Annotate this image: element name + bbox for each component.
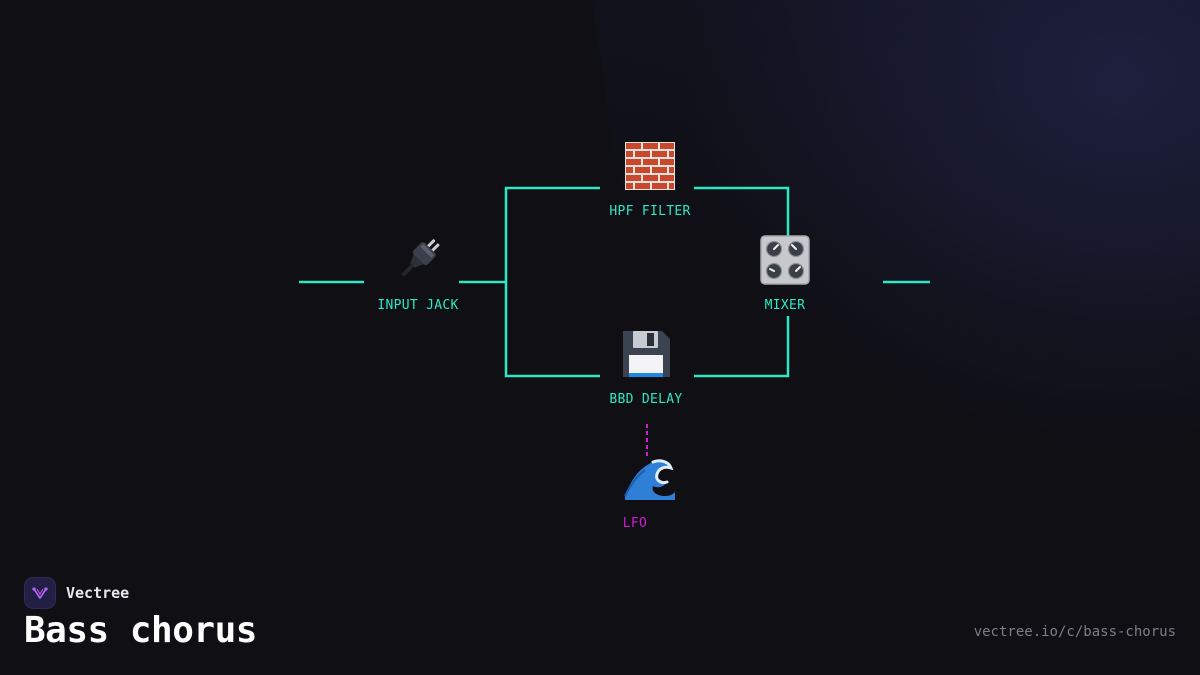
water-wave-icon — [624, 459, 675, 500]
bbd-to-mixer-wire — [694, 316, 790, 378]
brand-name: Vectree — [66, 584, 130, 602]
node-label: HPF FILTER — [609, 204, 691, 219]
node-hpf-filter[interactable]: HPF FILTER — [580, 138, 720, 219]
node-label: INPUT JACK — [377, 298, 459, 313]
vectree-logo-icon — [24, 577, 56, 609]
electric-plug-icon — [401, 239, 440, 277]
node-input-jack[interactable]: INPUT JACK — [348, 232, 488, 313]
node-bbd-delay[interactable]: BBD DELAY — [576, 326, 716, 407]
node-lfo[interactable]: LFO — [565, 450, 705, 531]
brick-wall-icon — [625, 142, 675, 190]
brand[interactable]: Vectree — [24, 577, 129, 609]
split-to-bbd-wire — [504, 282, 600, 378]
node-mixer[interactable]: MIXER — [715, 232, 855, 313]
control-knobs-icon — [760, 235, 810, 285]
split-to-hpf-wire — [504, 186, 600, 282]
node-label: MIXER — [764, 298, 806, 313]
node-label: BBD DELAY — [609, 392, 683, 407]
node-label: LFO — [622, 516, 648, 531]
diagram-title: Bass chorus — [24, 610, 257, 651]
share-url[interactable]: vectree.io/c/bass-chorus — [973, 624, 1176, 640]
floppy-disk-icon — [623, 331, 670, 377]
hpf-to-mixer-wire — [694, 186, 790, 236]
